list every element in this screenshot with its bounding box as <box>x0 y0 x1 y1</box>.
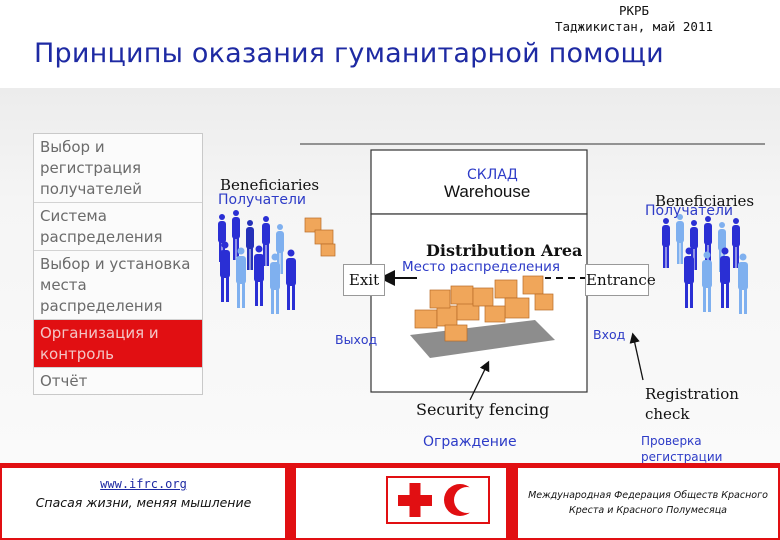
footer-emblems <box>296 468 506 538</box>
page-title: Принципы оказания гуманитарной помощи <box>34 38 664 69</box>
organization-name: Международная Федерация Обществ Красного… <box>528 490 768 516</box>
registration-ru: Проверка регистрации <box>641 434 723 464</box>
slogan: Спасая жизни, меняя мышление <box>35 495 252 510</box>
warehouse-en: Warehouse <box>444 182 531 201</box>
registration-en: Registration check <box>645 385 739 423</box>
menu-item-registration[interactable]: Выбор и регистрация получателей <box>34 134 202 203</box>
place-date: Таджикистан, май 2011 <box>554 19 714 34</box>
registration-arrow <box>629 332 644 381</box>
exit-ru: Выход <box>335 332 378 347</box>
header-note: РКРБ Таджикистан, май 2011 <box>524 3 744 35</box>
menu-item-site-selection[interactable]: Выбор и установка места распределения <box>34 251 202 320</box>
entrance-ru: Вход <box>593 327 626 342</box>
beneficiaries-right-ru: Получатели <box>645 203 733 219</box>
menu-item-distribution-system[interactable]: Система распределения <box>34 203 202 251</box>
right-crowd <box>662 214 748 314</box>
emblems-box <box>386 476 490 524</box>
diagram-drawing <box>218 143 765 401</box>
security-arrow <box>469 360 490 401</box>
org-short: РКРБ <box>618 3 650 18</box>
distribution-ru: Место распределения <box>402 259 561 275</box>
parcels <box>414 275 554 342</box>
platform <box>410 320 555 358</box>
principles-menu: Выбор и регистрация получателей Система … <box>33 133 203 395</box>
beneficiaries-left-ru: Получатели <box>218 192 306 208</box>
parcels-left <box>304 217 336 257</box>
distribution-en: Distribution Area <box>426 241 583 260</box>
website-link[interactable]: www.ifrc.org <box>100 477 187 491</box>
beneficiaries-left-en: Beneficiaries <box>220 176 320 194</box>
beneficiaries-right-en: Beneficiaries <box>655 192 755 210</box>
footer-right: Международная Федерация Обществ Красного… <box>518 468 778 538</box>
warehouse-box <box>370 149 588 215</box>
security-ru: Ограждение <box>423 434 517 450</box>
exit-label: Exit <box>343 264 385 296</box>
left-crowd <box>218 210 296 314</box>
entrance-label: Entrance <box>585 264 656 296</box>
distribution-diagram: Beneficiaries Получатели Beneficiaries П… <box>205 130 780 465</box>
warehouse-ru: СКЛАД <box>467 167 518 183</box>
red-cross-crescent-emblem <box>398 483 480 517</box>
menu-item-organization-control[interactable]: Организация и контроль <box>34 320 202 368</box>
security-en: Security fencing <box>416 400 550 419</box>
footer-left: www.ifrc.org Спасая жизни, меняя мышлени… <box>2 468 285 538</box>
menu-item-report[interactable]: Отчёт <box>40 372 88 390</box>
